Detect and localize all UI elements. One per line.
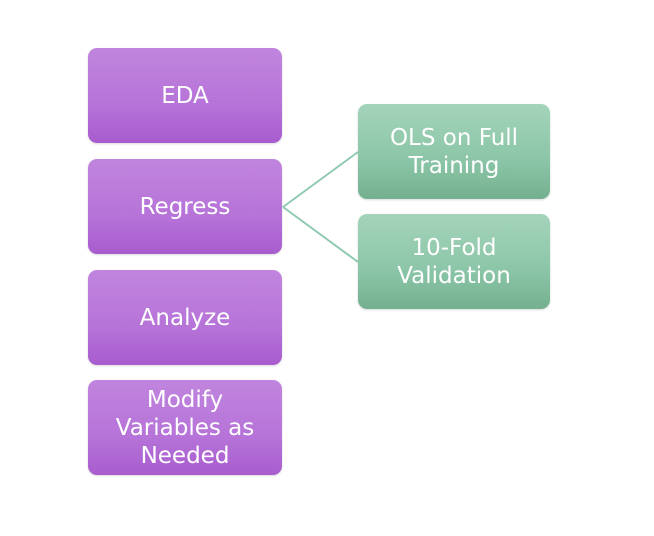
step-analyze-label: Analyze [139, 304, 231, 331]
regress-child-validation-box: 10-Fold Validation [358, 214, 550, 309]
connector-regress-to-ols [282, 151, 359, 208]
regress-child-validation-label: 10-Fold Validation [397, 234, 511, 289]
regress-child-ols-box: OLS on Full Training [358, 104, 550, 199]
regress-child-ols-label: OLS on Full Training [389, 124, 519, 179]
step-modify-label: Modify Variables as Needed [115, 386, 255, 469]
step-regress-box: Regress [88, 159, 282, 254]
connector-regress-to-validation [282, 206, 359, 263]
step-regress-label: Regress [139, 193, 231, 220]
step-modify-box: Modify Variables as Needed [88, 380, 282, 475]
step-analyze-box: Analyze [88, 270, 282, 365]
step-eda-box: EDA [88, 48, 282, 143]
step-eda-label: EDA [161, 82, 209, 109]
